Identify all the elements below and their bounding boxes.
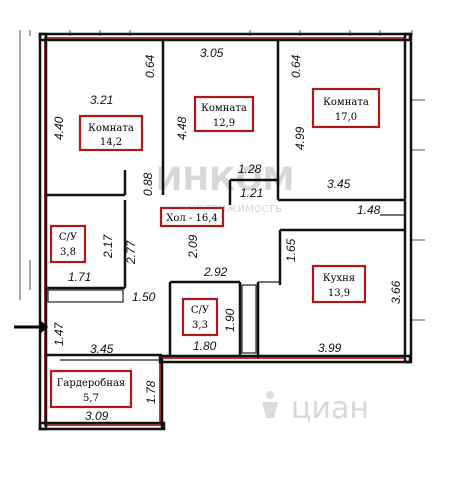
dim-label: 0.88 <box>141 172 155 196</box>
room-name: Кухня <box>323 273 355 284</box>
room-name: Комната <box>88 123 134 134</box>
room-area: 17,0 <box>335 112 357 123</box>
room-name: С/У <box>59 232 78 243</box>
dim-label: 4.48 <box>175 116 189 140</box>
dim-label: 2.77 <box>124 239 138 265</box>
dim-label: 2.17 <box>101 233 115 259</box>
dim-label: 3.45 <box>327 177 351 191</box>
room-area: 14,2 <box>100 137 122 148</box>
room-label-room1: Комната 14,2 <box>78 114 144 152</box>
dim-label: 3.09 <box>85 409 109 423</box>
room-label-bath1: С/У 3,8 <box>49 224 87 264</box>
dim-label: 1.78 <box>144 380 158 404</box>
room-label-wardrobe: Гардеробная 5,7 <box>49 369 133 409</box>
dim-label: 1.90 <box>223 308 237 332</box>
room-area: 13,9 <box>328 288 350 299</box>
room-name: С/У <box>191 305 210 316</box>
room-name: Хол - 16,4 <box>166 213 218 224</box>
dim-label: 1.50 <box>132 290 156 304</box>
room-area: 3,8 <box>60 247 76 258</box>
dim-label: 4.99 <box>293 126 307 150</box>
room-area: 12,9 <box>213 118 235 129</box>
dim-label: 1.80 <box>193 339 217 353</box>
watermark-cian-text: циан <box>291 391 369 426</box>
room-label-kitchen: Кухня 13,9 <box>311 264 367 304</box>
dim-label: 1.28 <box>238 162 262 176</box>
walls <box>38 32 413 431</box>
room-label-hall: Хол - 16,4 <box>159 206 225 228</box>
cian-logo-icon <box>262 391 278 418</box>
dim-label: 1.71 <box>68 270 91 284</box>
room-label-room2: Комната 12,9 <box>193 95 255 133</box>
dim-label: 3.05 <box>200 46 224 60</box>
dim-label: 2.09 <box>186 234 200 259</box>
dim-label: 0.64 <box>289 54 303 78</box>
dimension-labels-vertical: 0.64 0.64 4.40 4.48 4.99 0.88 2.17 2.77 … <box>52 54 403 404</box>
dim-label: 3.45 <box>90 342 114 356</box>
watermark-incom: ИНКОМ недвижимость <box>156 160 295 215</box>
watermark-cian: циан <box>262 391 369 426</box>
room-name: Гардеробная <box>57 378 125 389</box>
dim-label: 1.48 <box>357 203 381 217</box>
dim-label: 1.47 <box>52 321 66 346</box>
room-name: Комната <box>201 103 247 114</box>
dim-label: 0.64 <box>143 54 157 78</box>
room-area: 3,3 <box>192 320 208 331</box>
room-area: 5,7 <box>83 393 99 404</box>
dim-label: 4.40 <box>52 116 66 140</box>
dim-label: 3.99 <box>318 341 342 355</box>
dimension-labels: 3.05 3.21 1.28 1.21 3.45 1.48 1.71 2.92 … <box>68 46 381 423</box>
entrance-arrow-icon <box>14 320 48 334</box>
dim-label: 2.92 <box>203 265 228 279</box>
dim-label: 3.21 <box>90 93 113 107</box>
room-label-bath2: С/У 3,3 <box>181 297 219 337</box>
dim-label: 1.21 <box>240 186 263 200</box>
room-name: Комната <box>323 97 369 108</box>
dim-label: 3.66 <box>389 280 403 304</box>
dim-label: 1.65 <box>284 238 298 262</box>
room-label-room3: Комната 17,0 <box>311 87 381 129</box>
